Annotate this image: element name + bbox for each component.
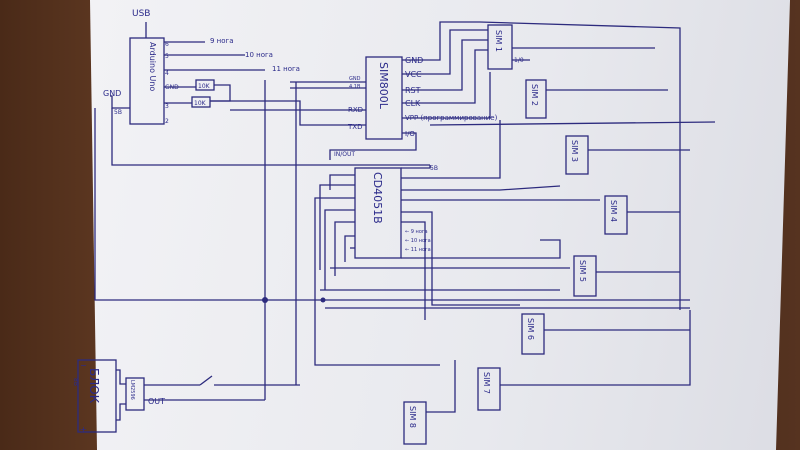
sim6-holder: [521, 313, 545, 355]
arduino-pin-2: 2: [165, 118, 169, 125]
psu-label: БЛОК: [87, 368, 101, 404]
mux-in-out-label: IN/OUT: [334, 151, 355, 158]
psu-wire-bottom: [116, 403, 126, 421]
sim8-label: SIM 8: [408, 406, 417, 428]
psu-plus: +: [80, 425, 87, 434]
wire-sim-clk-bus: [402, 49, 488, 104]
dcdc-label: LM2596: [129, 380, 135, 400]
leg11-label: 11 нога: [272, 65, 300, 73]
mux-left-pin-1: [329, 174, 355, 190]
usb-label: USB: [132, 9, 150, 19]
sim800l-io: I/O: [405, 130, 415, 138]
bus-clk-right: [429, 121, 716, 126]
junction-dot-1: [262, 297, 268, 303]
leg9-label: 9 нога: [210, 37, 234, 45]
dcdc-converter: [125, 377, 145, 411]
sim1-io-label: 1/0: [514, 57, 524, 64]
psu-wire-top: [116, 369, 126, 385]
sim4-label: SIM 4: [609, 200, 618, 222]
cd4051b-chip: [354, 167, 402, 259]
wire-sim-gnd-bus: [402, 21, 480, 61]
mux-5v-wire: [401, 165, 431, 169]
psu-minus: −: [80, 361, 87, 370]
sim7-label: SIM 7: [482, 372, 491, 394]
sim5-label: SIM 5: [578, 260, 587, 282]
out-label: OUT: [148, 397, 165, 406]
leg10-label: 10 нога: [245, 51, 273, 59]
sim3-label: SIM 3: [570, 140, 579, 162]
5v-left-label: 5B: [114, 109, 122, 116]
cd4051b-label: CD4051B: [371, 172, 384, 224]
resistor-2-label: 10K: [194, 100, 207, 107]
wire-sim-vcc-bus: [402, 29, 488, 75]
junction-dot-2: [320, 297, 326, 303]
sim800l-label: SIM800L: [377, 62, 390, 110]
sim800l-5v-small: 4.1B: [349, 84, 361, 90]
resistor-2: [191, 96, 211, 108]
sim2-holder: [525, 79, 547, 119]
wire-sim8: [426, 360, 456, 413]
sim800l-gnd-small: GND: [349, 76, 361, 82]
gnd-rail-left: [110, 95, 130, 109]
sim6-label: SIM 6: [526, 318, 535, 340]
sim3-holder: [565, 135, 589, 175]
switch-lever: [199, 375, 213, 386]
mux-right-pin-5: [401, 221, 426, 320]
mux-right-pin-2: [401, 185, 561, 191]
arduino-board: [129, 37, 165, 125]
mux-left-pin-3: [314, 197, 440, 366]
sim2-label: SIM 2: [530, 84, 539, 106]
psu-sub-label: 8В: [72, 378, 79, 386]
mux-left-pin-5: [334, 221, 355, 276]
wire-r1-out: [210, 84, 231, 102]
arduino-label: Arduino Uno: [148, 42, 157, 91]
gnd-rail-main: [94, 108, 690, 301]
mux-pin-a: ← 9 нога: [405, 229, 428, 235]
mux-right-pin-1: [401, 120, 501, 179]
mux-left-pin-4: [324, 209, 355, 290]
sim800l-module: [365, 56, 403, 140]
mux-left-pin-2: [319, 184, 355, 270]
sim1-label: SIM 1: [494, 30, 503, 52]
arduino-pin-3: 3: [165, 103, 169, 110]
mux-left-pin-6: [344, 235, 355, 262]
sim8-holder: [403, 401, 427, 445]
sim800l-txd: TXD: [347, 123, 362, 131]
sim1-holder: [487, 24, 513, 70]
arduino-pin-5: 5: [165, 53, 169, 60]
arduino-pin-6: 6: [165, 41, 169, 48]
arduino-pin-4: 4: [165, 70, 169, 77]
mux-to-sim-bus: [401, 239, 561, 259]
mux-5v-label: 5B: [430, 165, 438, 172]
mux-pin-c: ← 11 нога: [405, 247, 431, 253]
wire-sim-vpp-bus: [402, 72, 491, 119]
resistor-1-label: 10K: [198, 83, 211, 90]
wire-sim7: [500, 310, 691, 386]
paper-sheet: [90, 0, 790, 450]
wire-sim-rst-bus: [402, 39, 488, 91]
power-supply: [77, 359, 117, 433]
wire-sim-io-bus: [329, 132, 417, 160]
wire-r2-txd: [210, 100, 366, 126]
mux-pin-b: ← 10 нога: [405, 238, 431, 244]
sim4-holder: [604, 195, 628, 235]
bus-top-right: [479, 21, 681, 310]
sim5-holder: [573, 255, 597, 297]
gnd-left-label: GND: [103, 89, 121, 98]
5v-rail-left: [111, 108, 430, 166]
sim7-holder: [477, 367, 501, 411]
